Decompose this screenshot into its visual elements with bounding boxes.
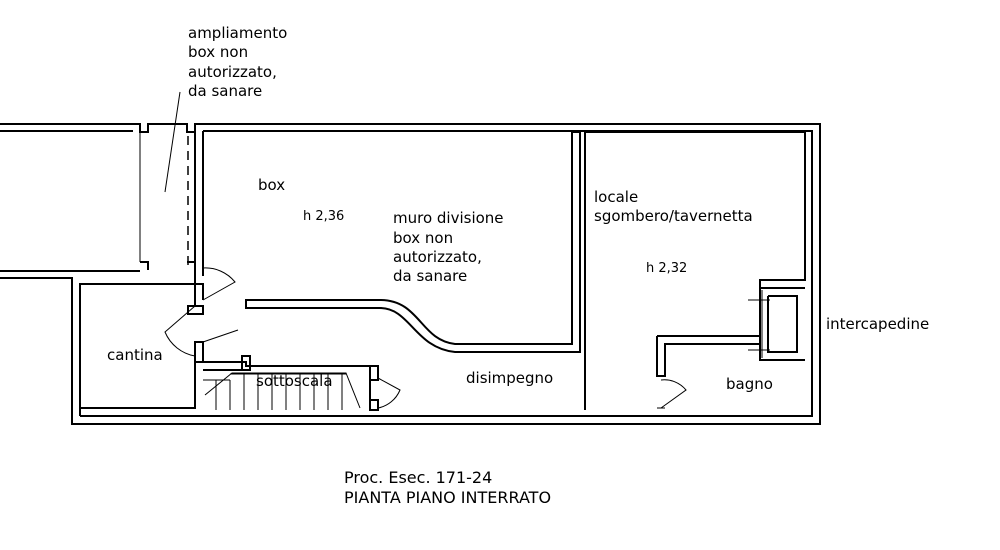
note-muro-line2: box non bbox=[393, 229, 453, 247]
note-ampliamento-line1: ampliamento bbox=[188, 24, 287, 42]
note-ampliamento-line4: da sanare bbox=[188, 82, 262, 100]
ampliamento-note: ampliamento box non autorizzato, da sana… bbox=[188, 24, 287, 100]
room-label-box: box bbox=[258, 176, 285, 194]
door-swing bbox=[202, 329, 239, 343]
box-height: h 2,36 bbox=[303, 209, 344, 224]
room-label-bagno: bagno bbox=[726, 375, 773, 393]
cantina-door bbox=[80, 305, 204, 409]
caption-line1: Proc. Esec. 171-24 bbox=[344, 468, 492, 487]
locale-walls bbox=[584, 131, 806, 410]
outer-walls bbox=[0, 123, 821, 425]
room-label-locale-line2: sgombero/tavernetta bbox=[594, 207, 753, 225]
caption-line2: PIANTA PIANO INTERRATO bbox=[344, 488, 551, 507]
room-label-sottoscala: sottoscala bbox=[256, 372, 333, 390]
note-ampliamento-line3: autorizzato, bbox=[188, 63, 277, 81]
label-intercapedine: intercapedine bbox=[826, 315, 929, 333]
box-door bbox=[202, 267, 236, 301]
staircase bbox=[203, 355, 401, 411]
note-muro-line1: muro divisione bbox=[393, 209, 504, 227]
room-label-cantina: cantina bbox=[107, 346, 163, 364]
leader-line bbox=[164, 91, 181, 193]
muro-note: muro divisione box non autorizzato, da s… bbox=[393, 209, 504, 285]
note-ampliamento-line2: box non bbox=[188, 43, 248, 61]
note-muro-line4: da sanare bbox=[393, 267, 467, 285]
note-muro-line3: autorizzato, bbox=[393, 248, 482, 266]
room-label-disimpegno: disimpegno bbox=[466, 369, 553, 387]
box-walls bbox=[194, 131, 581, 353]
locale-height: h 2,32 bbox=[646, 261, 687, 276]
bagno-walls bbox=[656, 335, 761, 409]
room-label-locale-line1: locale bbox=[594, 188, 638, 206]
